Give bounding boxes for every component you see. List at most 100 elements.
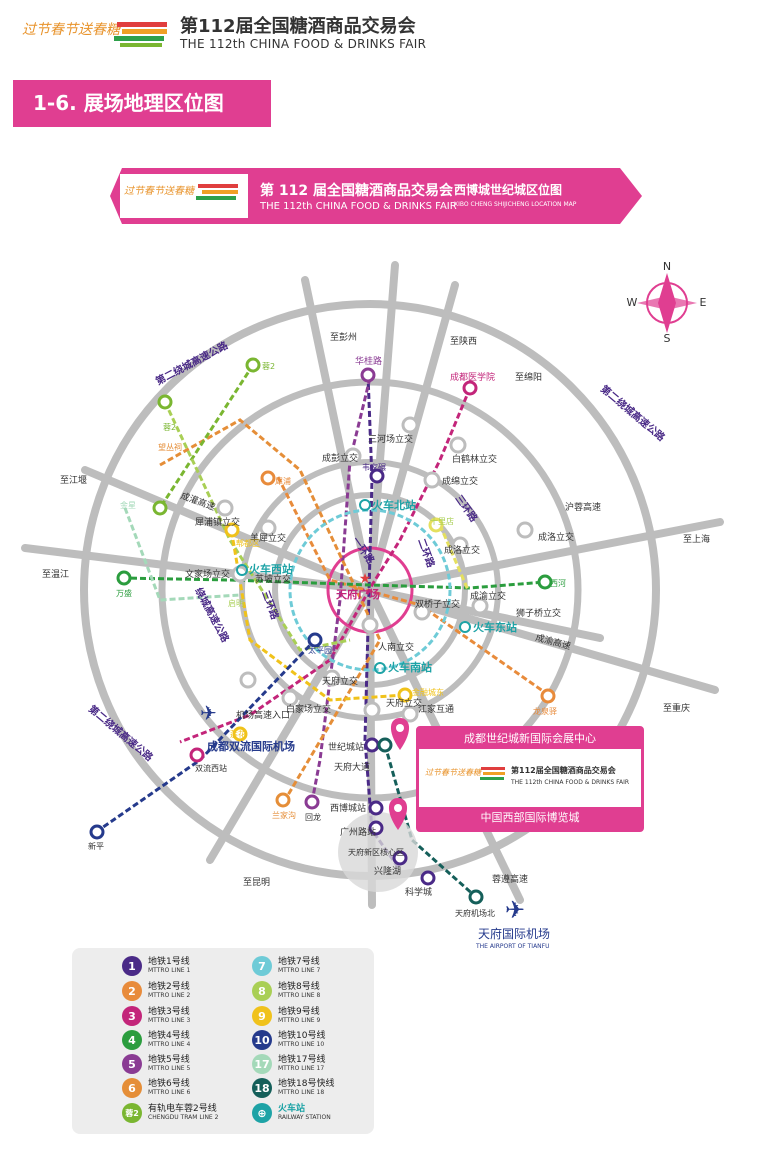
legend-en: CHENGDU TRAM LINE 2: [148, 1114, 219, 1121]
place-jinronghu: 金融城东: [412, 687, 444, 697]
place-cdyxy: 成都医学院: [450, 371, 495, 383]
legend-name: 地铁4号线: [148, 1031, 190, 1041]
tianfu-airport: ✈ 天府国际机场 THE AIRPORT OF TIANFU: [475, 896, 550, 950]
plane-icon-2: ✈: [505, 896, 525, 924]
place-qiming: 启明: [228, 598, 244, 608]
place-tianfu-jc-bei: 天府机场北: [455, 908, 495, 918]
dir-shanghai: 至上海: [683, 533, 710, 545]
legend-en: MTTRO LINE 3: [148, 1017, 191, 1024]
legend-en: RAILWAY STATION: [278, 1114, 331, 1121]
section-title: 1-6. 展场地理区位图: [13, 80, 271, 127]
place-jinxing: 金星: [120, 500, 136, 510]
place-shiziqiao: 狮子桥立交: [516, 607, 561, 619]
venue-callout: 成都世纪城新国际会展中心 过节春节送春糖 第112届全国糖酒商品交易会 THE …: [416, 726, 644, 832]
legend-en: MTTRO LINE 9: [278, 1017, 321, 1024]
legend-name: 地铁9号线: [278, 1007, 320, 1017]
legend-name: 地铁17号线: [278, 1055, 326, 1065]
place-wangcong: 望丛祠: [158, 442, 182, 452]
location-map: N S W E: [21, 260, 724, 950]
place-chengluo: 成洛立交: [538, 531, 574, 543]
place-yangxi: 羊犀立交: [250, 532, 286, 544]
plane-icon: ✈: [200, 701, 217, 725]
compass-n: N: [663, 260, 671, 273]
line-badge: 2: [122, 981, 142, 1001]
place-xinglonghu: 兴隆湖: [374, 865, 401, 877]
line-badge: 10: [252, 1030, 272, 1050]
place-jichang-ic: 机场高速入口: [236, 709, 290, 721]
place-tianfufu: 天府立交: [386, 697, 422, 709]
ring-r3-w: 绕城高速公路: [192, 585, 232, 645]
line-badge: 3: [122, 1006, 142, 1026]
legend-name: 地铁5号线: [148, 1055, 190, 1065]
place-jiangjia: 江家互通: [418, 703, 454, 715]
line-badge: 9: [252, 1006, 272, 1026]
dir-pengzhou: 至彭州: [330, 331, 357, 343]
banner-map-title: 西博城世纪城区位图: [454, 183, 563, 197]
dir-chongqing: 至重庆: [663, 702, 690, 714]
place-xibocheng: 西博城站: [330, 802, 366, 814]
huoche-dongzhan-label: 火车东站: [473, 620, 517, 634]
legend-en: MTTRO LINE 18: [278, 1089, 325, 1096]
compass-e: E: [700, 296, 707, 309]
legend-name: 地铁2号线: [148, 982, 190, 992]
place-wenjia: 文家场立交: [185, 568, 230, 580]
legend-en: MTTRO LINE 17: [278, 1065, 325, 1072]
interchanges: [216, 416, 534, 723]
callout-fair-title: 第112届全国糖酒商品交易会: [511, 766, 616, 775]
legend-name: 地铁3号线: [148, 1007, 190, 1017]
dir-wenjiang: 至温江: [42, 569, 69, 580]
place-huaguilu: 华桂路: [355, 355, 382, 367]
place-tianfu-ic: 天府立交: [322, 675, 358, 687]
place-xinping: 新平: [88, 841, 104, 851]
place-lanjiagou: 兰家沟: [272, 810, 296, 820]
ring-r2-sw: 第二绕城高速公路: [86, 702, 156, 764]
line-badge: 5: [122, 1054, 142, 1074]
legend-en: MTTRO LINE 2: [148, 992, 191, 999]
place-shuangliu-xi: 双流西站: [195, 763, 227, 773]
legend-en: MTTRO LINE 5: [148, 1065, 191, 1072]
callout-slogan: 过节春节送春糖: [425, 768, 483, 777]
legend-name: 地铁18号快线: [278, 1079, 335, 1089]
legend-name: 地铁6号线: [148, 1079, 190, 1089]
legend-name: 地铁10号线: [278, 1031, 326, 1041]
banner-slogan: 过节春节送春糖: [124, 185, 196, 197]
place-shijicheng: 世纪城站: [328, 741, 364, 753]
tianfu-airport-label: 天府国际机场: [478, 926, 550, 941]
banner-subtitle: THE 112th CHINA FOOD & DRINKS FAIR: [260, 201, 457, 212]
map-pin-icon: [390, 718, 410, 750]
line-badge: 17: [252, 1054, 272, 1074]
place-shilidian: 十里店: [430, 516, 454, 526]
huoche-beizhan-label: 火车北站: [372, 498, 416, 512]
hwy-puzun: 蓉遵高速: [492, 873, 528, 885]
tianfu-core-area: [338, 812, 418, 892]
legend-en: MTTRO LINE 4: [148, 1041, 191, 1048]
legend-en: MTTRO LINE 6: [148, 1089, 191, 1096]
line-badge: 蓉2: [122, 1103, 142, 1123]
place-rong2a: 蓉2: [262, 361, 275, 371]
legend-name: 有轨电车蓉2号线: [148, 1104, 217, 1114]
venue-pins: [388, 718, 410, 830]
place-lianhua: 莲花: [230, 729, 246, 739]
place-taiping: 犀浦镇立交: [195, 516, 240, 528]
slogan-text: 过节春节送春糖: [22, 22, 122, 38]
place-baijia: 白家场立交: [286, 703, 331, 715]
legend-en: MTTRO LINE 10: [278, 1041, 325, 1048]
place-chengmian: 成绵立交: [442, 475, 478, 487]
dir-jiangyan: 至江堰: [60, 475, 87, 486]
slogan-logo: 过节春节送春糖: [22, 8, 172, 52]
line-badge: 18: [252, 1078, 272, 1098]
place-tianfu-xinqu: 天府新区核心区: [348, 847, 404, 857]
place-kexuecheng: 科学城: [405, 886, 432, 898]
line-badge: 1: [122, 956, 142, 976]
legend-name: 地铁1号线: [148, 957, 190, 967]
callout-bottom: 中国西部国际博览城: [419, 807, 641, 829]
banner-title: 第 112 届全国糖酒商品交易会: [260, 183, 453, 199]
